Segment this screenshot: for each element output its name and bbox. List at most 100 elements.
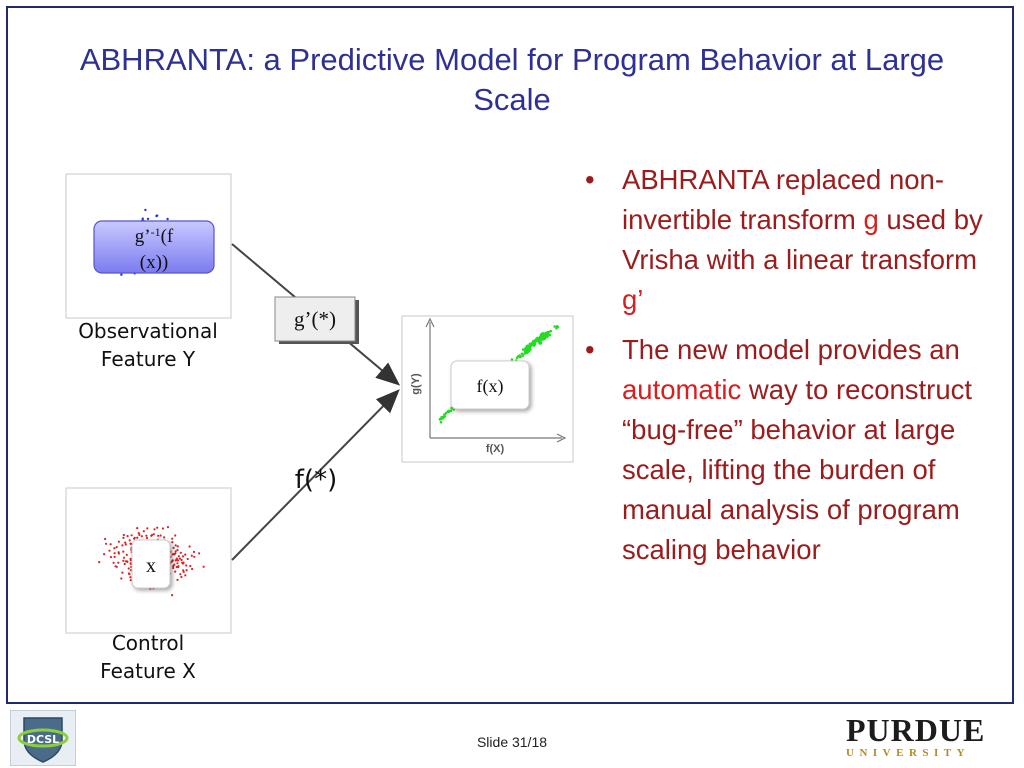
red-point — [105, 542, 108, 545]
diagram: g(Y) f(X) g’-1(f (x)) g’(*) f(x) x f(*) — [65, 173, 574, 634]
green-point — [553, 325, 556, 328]
red-point — [191, 567, 194, 571]
red-point — [188, 545, 191, 548]
red-point — [117, 551, 120, 554]
red-point — [176, 548, 179, 552]
green-point — [510, 358, 514, 361]
red-point — [129, 576, 132, 579]
bullet-list: •ABHRANTA replaced non-invertible transf… — [585, 160, 995, 580]
red-point — [176, 559, 180, 562]
red-point — [202, 565, 205, 568]
g-prime-label: g’(*) — [294, 307, 336, 331]
red-point — [121, 571, 124, 574]
red-point — [112, 561, 115, 564]
red-point — [175, 557, 178, 560]
red-point — [177, 565, 180, 568]
x-box — [131, 539, 171, 589]
dcsl-logo: DCSL — [10, 710, 76, 766]
connector-x-to-plot — [231, 389, 400, 561]
fx-label: f(x) — [477, 376, 504, 397]
g-inverse-label-line1: g’-1(f — [135, 225, 174, 247]
red-point — [124, 560, 127, 563]
red-point — [108, 549, 111, 552]
bullet-item: •ABHRANTA replaced non-invertible transf… — [585, 160, 995, 320]
footer: DCSL Slide 31/18 PURDUE UNIVERSITY — [0, 704, 1024, 768]
red-point — [172, 565, 175, 568]
red-point — [174, 550, 177, 553]
purdue-logo: PURDUE UNIVERSITY — [846, 714, 1006, 764]
red-point — [129, 562, 132, 565]
plot-xlabel: f(X) — [486, 443, 505, 455]
red-point — [114, 565, 117, 568]
red-point — [122, 550, 125, 553]
red-point — [171, 541, 174, 544]
red-point — [150, 534, 153, 537]
red-point — [123, 556, 126, 559]
red-point — [129, 579, 132, 582]
observational-caption-line2: Feature Y — [100, 347, 196, 371]
red-point — [171, 559, 174, 562]
red-point — [127, 567, 130, 570]
red-point — [113, 547, 116, 550]
red-point — [180, 558, 183, 562]
green-point — [444, 411, 448, 415]
blue-point — [166, 217, 169, 221]
red-point — [157, 534, 160, 537]
red-point — [163, 536, 166, 539]
slide-number: Slide 31/18 — [476, 734, 548, 750]
red-point — [184, 553, 187, 556]
red-point — [166, 526, 170, 529]
green-point — [525, 344, 530, 349]
red-point — [186, 557, 189, 561]
red-point — [181, 555, 185, 558]
plot-ylabel: g(Y) — [410, 373, 422, 395]
red-point — [179, 551, 182, 554]
fx-box — [450, 360, 530, 410]
red-point — [133, 536, 136, 540]
red-point — [156, 526, 159, 529]
red-point — [104, 537, 107, 541]
green-point — [443, 413, 446, 416]
green-point — [544, 332, 549, 337]
bullet-highlight: g — [863, 204, 879, 235]
bullet-dot: • — [585, 164, 595, 195]
red-point — [172, 553, 175, 556]
red-point — [140, 535, 143, 538]
green-point — [438, 418, 442, 421]
red-point — [109, 556, 113, 559]
red-point — [182, 569, 185, 572]
red-point — [184, 574, 187, 577]
red-point — [130, 534, 133, 537]
control-caption: Control Feature X — [50, 629, 246, 685]
red-point — [177, 555, 180, 558]
red-point — [180, 575, 183, 579]
green-point — [536, 337, 541, 342]
dcsl-logo-text: DCSL — [27, 733, 59, 746]
plot-y-arrow — [425, 317, 435, 328]
red-point — [137, 532, 140, 535]
bullet-text: The new model provides an — [622, 334, 960, 365]
g-inverse-box — [93, 220, 215, 274]
red-point — [113, 552, 116, 555]
g-prime-box — [274, 296, 356, 342]
green-point — [515, 356, 519, 360]
green-point — [523, 347, 528, 352]
blue-point — [120, 273, 123, 276]
green-point — [523, 352, 526, 355]
red-point — [128, 539, 131, 542]
red-point — [117, 540, 120, 543]
red-point — [153, 528, 156, 531]
red-point — [124, 543, 127, 546]
bullet-dot: • — [585, 334, 595, 365]
blue-point — [141, 217, 144, 220]
red-point — [123, 562, 126, 566]
red-point — [136, 527, 139, 530]
red-point — [193, 555, 196, 558]
red-point — [120, 577, 123, 580]
red-point — [176, 578, 179, 582]
red-point — [127, 572, 131, 575]
slide-title: ABHRANTA: a Predictive Model for Program… — [79, 42, 945, 117]
green-point — [440, 415, 443, 419]
green-point — [439, 420, 443, 424]
red-point — [146, 527, 149, 530]
